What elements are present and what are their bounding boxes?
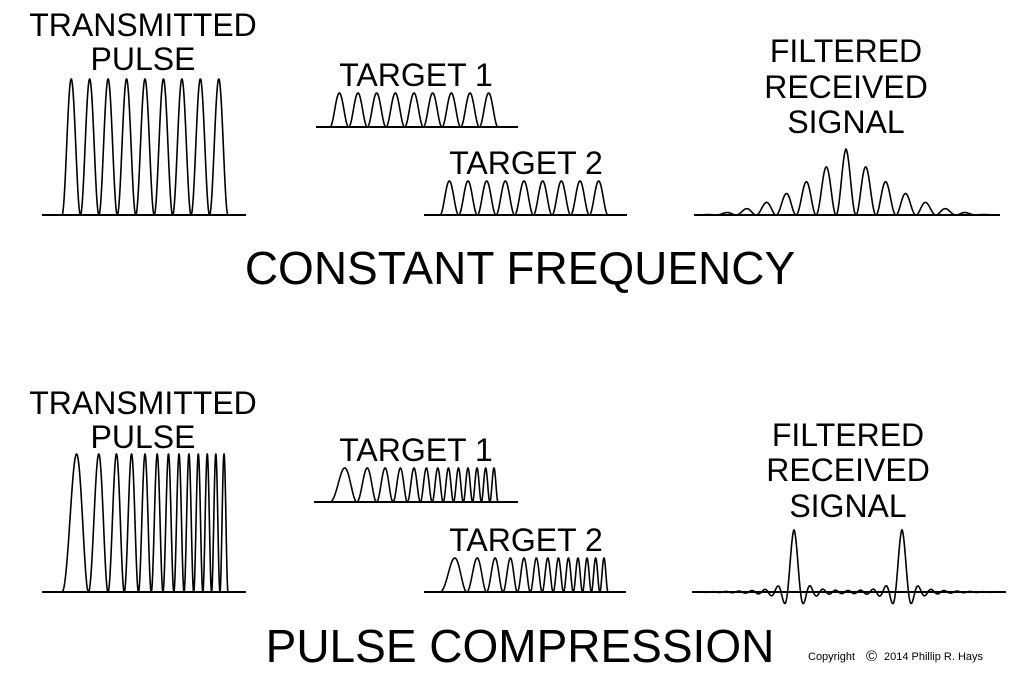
cf-transmitted-waveform xyxy=(61,78,229,216)
copyright-symbol: © xyxy=(866,648,877,665)
pc-filtered-label-line1: FILTERED xyxy=(772,417,924,453)
constant-frequency-section: TRANSMITTED PULSE TARGET 1 TARGET 2 FILT… xyxy=(29,7,1001,294)
pc-filtered-waveform xyxy=(691,529,1007,605)
cf-filtered-label-line2: RECEIVED xyxy=(764,69,928,105)
copyright-text: 2014 Phillip R. Hays xyxy=(884,651,984,663)
cf-target2-waveform xyxy=(439,180,609,216)
pc-heading: PULSE COMPRESSION xyxy=(266,620,775,672)
cf-target1-label: TARGET 1 xyxy=(339,57,493,93)
copyright-notice: Copyright © 2014 Phillip R. Hays xyxy=(808,648,984,665)
pc-target2-label: TARGET 2 xyxy=(449,522,603,558)
pc-transmitted-waveform xyxy=(61,453,229,593)
cf-heading: CONSTANT FREQUENCY xyxy=(245,242,795,294)
pc-filtered-label-line3: SIGNAL xyxy=(789,488,906,524)
pc-transmitted-label-line2: PULSE xyxy=(91,419,196,455)
pc-filtered-label-line2: RECEIVED xyxy=(766,452,930,488)
pc-target1-label: TARGET 1 xyxy=(339,432,493,468)
pc-target1-waveform xyxy=(329,467,499,503)
pulse-compression-section: TRANSMITTED PULSE TARGET 1 TARGET 2 FILT… xyxy=(29,385,1007,672)
copyright-prefix: Copyright xyxy=(808,651,855,663)
cf-transmitted-label-line1: TRANSMITTED xyxy=(29,7,257,43)
cf-transmitted-label-line2: PULSE xyxy=(91,41,196,77)
cf-target2-label: TARGET 2 xyxy=(449,145,603,181)
cf-filtered-label-line1: FILTERED xyxy=(770,33,922,69)
cf-filtered-waveform xyxy=(693,148,1001,216)
cf-filtered-label-line3: SIGNAL xyxy=(787,104,904,140)
pc-target2-waveform xyxy=(439,557,609,593)
pc-transmitted-label-line1: TRANSMITTED xyxy=(29,385,257,421)
cf-target1-waveform xyxy=(329,92,499,128)
